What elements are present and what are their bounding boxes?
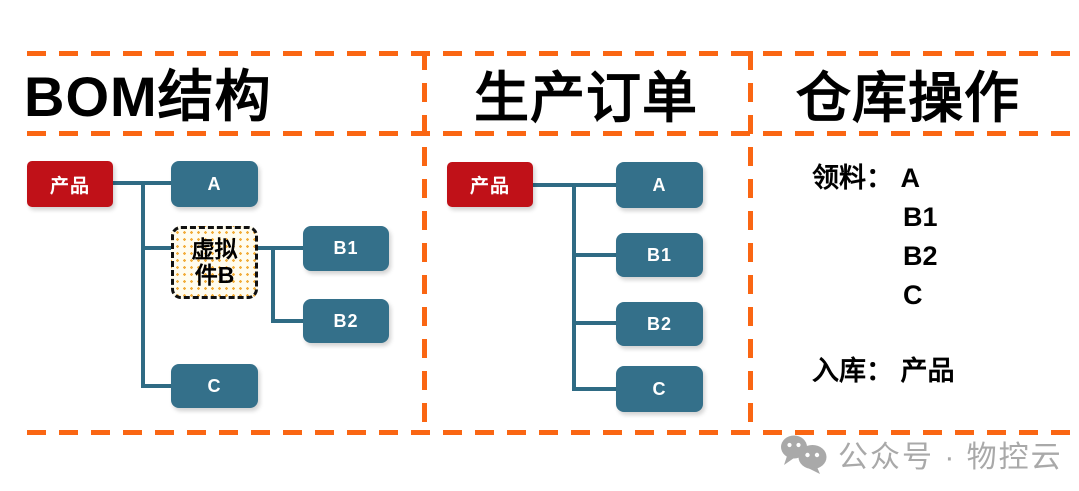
warehouse-picking-item: B1: [903, 202, 938, 232]
bom-node-virtual-b-line1: 虚拟: [191, 235, 238, 262]
watermark-text: 公众号 · 物控云: [838, 441, 1063, 474]
warehouse-stockin-line: 入库： 产品: [812, 357, 955, 385]
bom-node-virtual-b-line2: 件B: [194, 261, 235, 288]
bom-node-b1: B1: [303, 226, 389, 271]
bom-connector-virtual-stub: [143, 246, 171, 250]
order-node-a: A: [616, 162, 703, 208]
order-node-b2: B2: [616, 302, 703, 346]
order-node-product: 产品: [447, 162, 533, 207]
warehouse-picking-item: C: [903, 280, 923, 310]
warehouse-picking-label: 领料：: [812, 163, 893, 193]
warehouse-stockin-label: 入库：: [812, 356, 893, 386]
watermark: 公众号 · 物控云: [780, 432, 1063, 476]
wechat-icon: [780, 434, 828, 474]
bom-connector-b2-stub: [273, 319, 303, 323]
bom-node-a: A: [171, 161, 258, 207]
grid-bottom-line: [27, 430, 1079, 435]
order-connector-b1-stub: [574, 253, 616, 257]
warehouse-picking-item: A: [900, 163, 921, 193]
warehouse-picking-item: B2: [903, 241, 938, 271]
bom-node-c: C: [171, 364, 258, 408]
panel-title-bom: BOM结构: [24, 65, 272, 128]
bom-node-virtual-b: 虚拟 件B: [171, 226, 258, 299]
bom-connector-trunk-b: [271, 246, 275, 323]
bom-connector-trunk: [141, 181, 145, 388]
warehouse-picking-line: 领料： A: [812, 164, 920, 192]
order-connector-trunk: [572, 183, 576, 391]
panel-title-warehouse-operations: 仓库操作: [795, 66, 1020, 129]
grid-top-line: [27, 51, 1079, 56]
warehouse-stockin-value: 产品: [900, 356, 955, 386]
bom-connector-virtual-b1: [258, 246, 303, 250]
grid-divider-bom-order: [422, 51, 427, 435]
order-connector-b2-stub: [574, 321, 616, 325]
grid-divider-order-warehouse: [748, 51, 753, 435]
order-node-c: C: [616, 366, 703, 412]
bom-node-product: 产品: [27, 161, 113, 207]
order-connector-c-stub: [574, 387, 616, 391]
grid-header-divider: [27, 131, 1079, 136]
bom-node-b2: B2: [303, 299, 389, 343]
order-node-b1: B1: [616, 233, 703, 277]
bom-connector-c-stub: [143, 384, 171, 388]
panel-title-production-order: 生产订单: [473, 66, 698, 129]
